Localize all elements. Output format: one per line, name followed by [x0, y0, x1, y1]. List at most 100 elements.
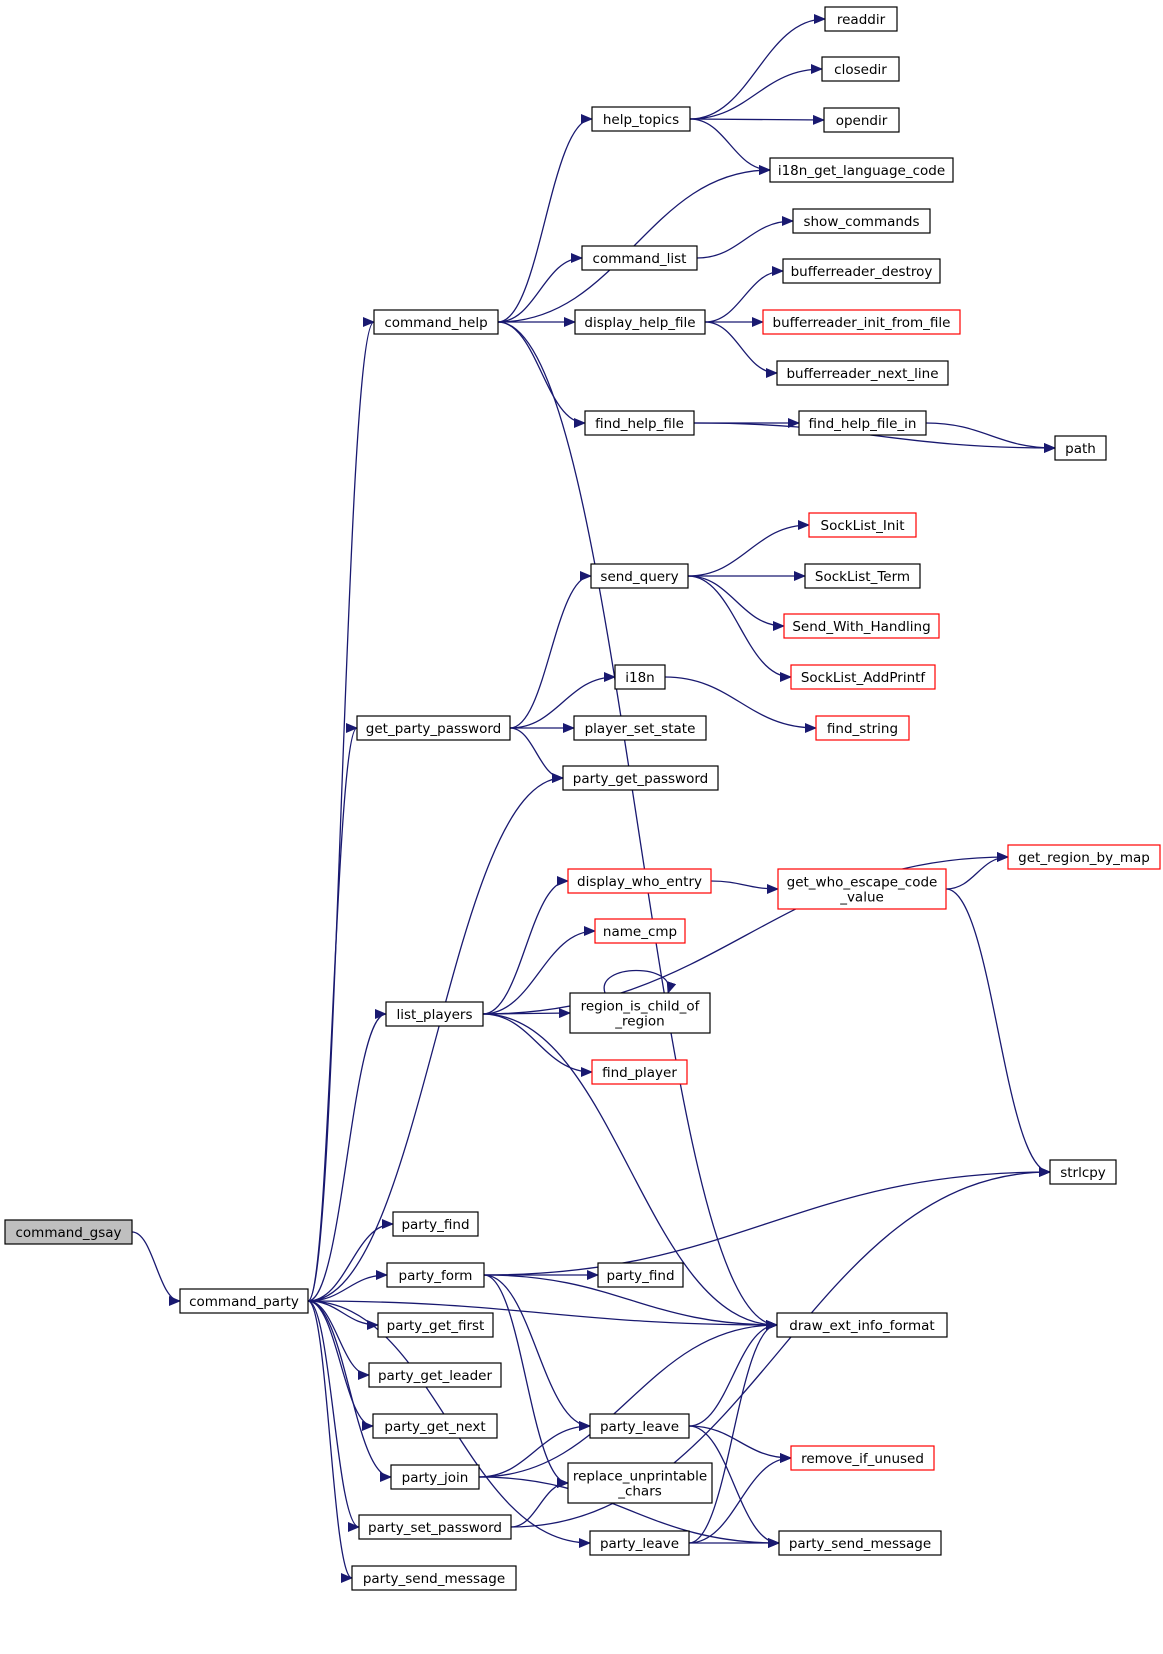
node-command_party[interactable]: command_party — [179, 1288, 309, 1314]
node-display_who_entry[interactable]: display_who_entry — [567, 868, 712, 894]
edge-command_party-to-draw_ext_info_format — [307, 1300, 778, 1330]
edge-command_gsay-to-command_party — [131, 1231, 181, 1306]
node-label: party_get_first — [387, 1318, 485, 1334]
node-box — [562, 765, 719, 791]
node-find_string[interactable]: find_string — [815, 715, 910, 741]
node-label: get_region_by_map — [1018, 850, 1150, 866]
node-get_party_password[interactable]: get_party_password — [356, 715, 511, 741]
node-box — [614, 664, 666, 690]
node-i18n[interactable]: i18n — [614, 664, 666, 690]
node-i18n_get_language_code[interactable]: i18n_get_language_code — [769, 157, 954, 183]
edge-command_list-to-show_commands — [696, 216, 794, 259]
edge-party_set_password-to-replace_unprintable_chars — [510, 1478, 569, 1528]
node-label: find_string — [827, 721, 898, 737]
node-box — [776, 360, 949, 386]
node-box — [377, 1312, 494, 1338]
node-get_region_by_map[interactable]: get_region_by_map — [1007, 844, 1161, 870]
node-box — [589, 1530, 690, 1556]
node-remove_if_unused[interactable]: remove_if_unused — [790, 1445, 935, 1471]
edge-send_query-to-SockList_Init — [687, 520, 810, 577]
edge-list_players-to-region_is_child_of_region — [482, 1008, 571, 1019]
node-command_gsay[interactable]: command_gsay — [4, 1219, 133, 1245]
node-label: readdir — [837, 12, 886, 28]
node-party_send_message_a[interactable]: party_send_message — [351, 1565, 517, 1591]
node-label: find_help_file — [595, 416, 684, 432]
node-party_get_first[interactable]: party_get_first — [377, 1312, 494, 1338]
node-box — [808, 512, 917, 538]
node-closedir[interactable]: closedir — [821, 56, 900, 82]
node-SockList_Init[interactable]: SockList_Init — [808, 512, 917, 538]
node-readdir[interactable]: readdir — [824, 6, 898, 32]
node-show_commands[interactable]: show_commands — [792, 208, 931, 234]
node-SockList_AddPrintf[interactable]: SockList_AddPrintf — [790, 664, 936, 690]
node-party_find_a[interactable]: party_find — [392, 1211, 479, 1237]
node-party_get_password[interactable]: party_get_password — [562, 765, 719, 791]
node-label: SockList_Init — [821, 518, 905, 534]
node-party_get_next[interactable]: party_get_next — [372, 1413, 498, 1439]
edge-command_party-to-party_get_next — [307, 1300, 374, 1431]
node-box — [589, 1413, 690, 1439]
node-find_player[interactable]: find_player — [591, 1059, 688, 1085]
node-label: bufferreader_next_line — [786, 366, 938, 382]
node-help_topics[interactable]: help_topics — [591, 106, 691, 132]
node-find_help_file[interactable]: find_help_file — [584, 410, 695, 436]
node-label: party_get_leader — [378, 1368, 493, 1384]
node-box — [351, 1565, 517, 1591]
node-box — [4, 1219, 133, 1245]
node-display_help_file[interactable]: display_help_file — [574, 309, 706, 335]
node-label: find_player — [602, 1065, 677, 1081]
node-box — [179, 1288, 309, 1314]
node-SockList_Term[interactable]: SockList_Term — [804, 563, 921, 589]
edge-send_query-to-SockList_AddPrintf — [687, 575, 792, 682]
node-party_join[interactable]: party_join — [390, 1464, 480, 1490]
node-party_find_b[interactable]: party_find — [597, 1262, 684, 1288]
edge-party_set_password-to-strlcpy — [510, 1167, 1051, 1528]
node-name_cmp[interactable]: name_cmp — [594, 918, 686, 944]
node-bufferreader_destroy[interactable]: bufferreader_destroy — [782, 258, 941, 284]
node-label: player_set_state — [585, 721, 696, 737]
node-party_get_leader[interactable]: party_get_leader — [368, 1362, 502, 1388]
node-replace_unprintable_chars[interactable]: replace_unprintable_chars — [567, 1462, 713, 1504]
node-bufferreader_next_line[interactable]: bufferreader_next_line — [776, 360, 949, 386]
node-label: party_form — [399, 1268, 473, 1284]
node-party_form[interactable]: party_form — [386, 1262, 485, 1288]
node-party_leave_b[interactable]: party_leave — [589, 1530, 690, 1556]
node-box — [783, 613, 940, 639]
edge-get_who_escape_code_value-to-get_region_by_map — [945, 852, 1009, 890]
node-party_send_message_b[interactable]: party_send_message — [778, 1530, 942, 1556]
nodes-layer: command_gsay command_party command_help hel… — [4, 6, 1161, 1591]
node-Send_With_Handling[interactable]: Send_With_Handling — [783, 613, 940, 639]
node-strlcpy[interactable]: strlcpy — [1049, 1159, 1117, 1185]
node-label: remove_if_unused — [801, 1451, 924, 1467]
node-box — [581, 245, 698, 271]
node-label: party_join — [402, 1470, 469, 1486]
node-send_query[interactable]: send_query — [590, 563, 689, 589]
node-party_set_password[interactable]: party_set_password — [358, 1514, 512, 1540]
edge-party_form-to-replace_unprintable_chars — [483, 1274, 569, 1488]
node-label: party_find — [401, 1217, 469, 1233]
node-label: display_help_file — [584, 315, 695, 331]
node-box — [356, 715, 511, 741]
node-player_set_state[interactable]: player_set_state — [573, 715, 707, 741]
node-command_help[interactable]: command_help — [373, 309, 499, 335]
edge-command_party-to-list_players — [307, 1009, 387, 1302]
edge-party_join-to-party_send_message_b — [478, 1476, 780, 1548]
edge-command_help-to-help_topics — [497, 114, 593, 323]
node-path[interactable]: path — [1054, 435, 1107, 461]
node-region_is_child_of_region[interactable]: region_is_child_of_region — [569, 992, 711, 1034]
edge-command_help-to-find_help_file — [497, 321, 586, 428]
node-label: bufferreader_destroy — [791, 264, 933, 280]
node-find_help_file_in[interactable]: find_help_file_in — [798, 410, 927, 436]
node-get_who_escape_code_value[interactable]: get_who_escape_code_value — [777, 868, 947, 910]
node-box — [573, 715, 707, 741]
node-label: get_party_password — [366, 721, 501, 737]
edge-command_party-to-party_get_leader — [307, 1300, 370, 1380]
node-label: party_send_message — [363, 1571, 505, 1587]
node-opendir[interactable]: opendir — [823, 107, 900, 133]
node-party_leave_a[interactable]: party_leave — [589, 1413, 690, 1439]
node-bufferreader_init_from_file[interactable]: bufferreader_init_from_file — [762, 309, 961, 335]
node-command_list[interactable]: command_list — [581, 245, 698, 271]
node-draw_ext_info_format[interactable]: draw_ext_info_format — [776, 1312, 948, 1338]
node-list_players[interactable]: list_players — [385, 1001, 484, 1027]
edge-get_who_escape_code_value-to-strlcpy — [945, 888, 1051, 1177]
